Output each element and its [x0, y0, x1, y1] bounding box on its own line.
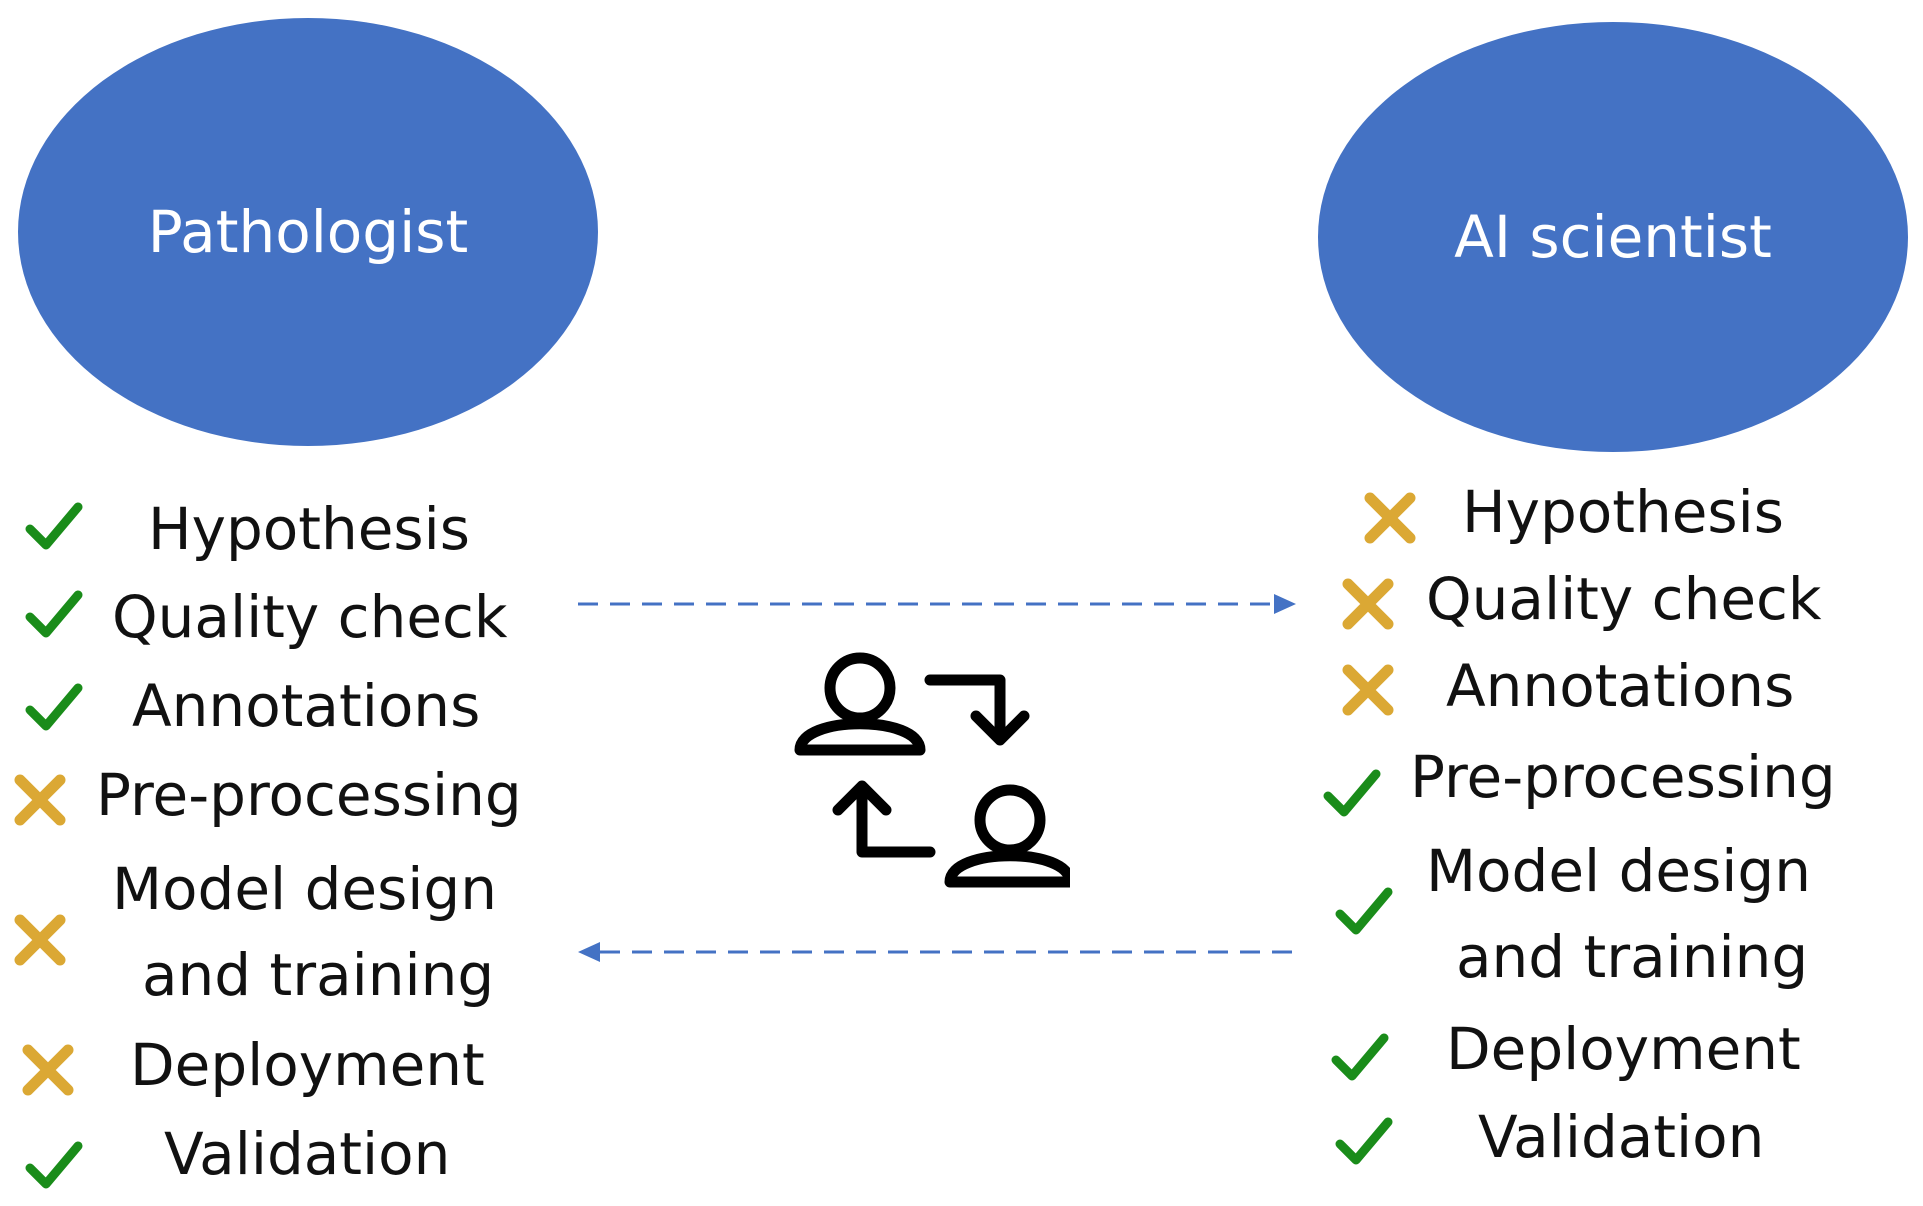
- ai-scientist-item-6: Deployment: [1446, 1015, 1801, 1083]
- people-exchange-icon: [790, 630, 1076, 910]
- ai-scientist-item-2-cross-icon: [1338, 574, 1398, 634]
- pathologist-item-6: Deployment: [130, 1031, 485, 1099]
- pathologist-item-1-check-icon: [24, 497, 84, 557]
- pathologist-item-4: Pre-processing: [96, 761, 522, 829]
- pathologist-item-5-line2: and training: [142, 941, 495, 1009]
- ai-scientist-item-1: Hypothesis: [1462, 478, 1784, 546]
- ai-scientist-item-1-cross-icon: [1360, 488, 1420, 548]
- ai-scientist-item-4-check-icon: [1322, 764, 1382, 824]
- pathologist-item-5-cross-icon: [10, 910, 70, 970]
- pathologist-item-6-cross-icon: [18, 1040, 78, 1100]
- ai-scientist-item-2: Quality check: [1426, 565, 1822, 633]
- pathologist-item-7: Validation: [164, 1120, 451, 1188]
- ai-scientist-item-3: Annotations: [1446, 652, 1795, 720]
- pathologist-item-2-check-icon: [24, 585, 84, 645]
- pathologist-item-7-check-icon: [24, 1136, 84, 1196]
- pathologist-node: Pathologist: [18, 18, 598, 446]
- pathologist-item-3: Annotations: [132, 672, 481, 740]
- dashed-arrow-left: [578, 942, 1296, 962]
- ai-scientist-item-4: Pre-processing: [1410, 743, 1836, 811]
- pathologist-item-4-cross-icon: [10, 770, 70, 830]
- ai-scientist-item-5-check-icon: [1334, 882, 1394, 942]
- ai-scientist-item-5-line1: Model design: [1426, 837, 1811, 905]
- ai-scientist-title: AI scientist: [1454, 203, 1772, 271]
- pathologist-title: Pathologist: [147, 198, 469, 266]
- pathologist-item-3-check-icon: [24, 678, 84, 738]
- ai-scientist-node: AI scientist: [1318, 22, 1908, 452]
- ai-scientist-item-7: Validation: [1478, 1103, 1765, 1171]
- ai-scientist-item-6-check-icon: [1330, 1028, 1390, 1088]
- dashed-arrow-right: [578, 594, 1296, 614]
- pathologist-item-2: Quality check: [112, 583, 508, 651]
- pathologist-item-5-line1: Model design: [112, 855, 497, 923]
- ai-scientist-item-7-check-icon: [1334, 1112, 1394, 1172]
- pathologist-item-1: Hypothesis: [148, 495, 470, 563]
- ai-scientist-item-3-cross-icon: [1338, 660, 1398, 720]
- ai-scientist-item-5-line2: and training: [1456, 923, 1809, 991]
